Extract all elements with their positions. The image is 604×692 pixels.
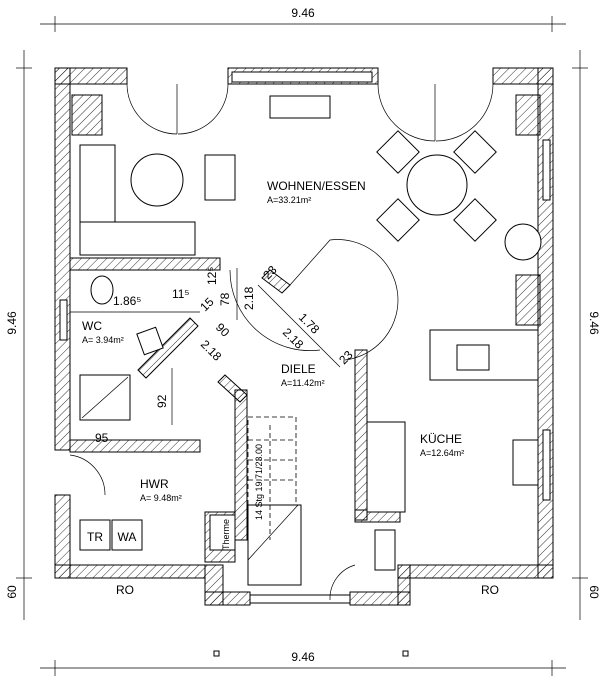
svg-text:78: 78	[218, 292, 232, 306]
svg-text:9.46: 9.46	[291, 6, 315, 20]
svg-text:9.46: 9.46	[291, 650, 315, 664]
living-furniture	[79, 95, 542, 261]
interior-walls	[69, 257, 401, 563]
doors	[69, 83, 494, 601]
svg-text:A=11.42m²: A=11.42m²	[281, 378, 325, 388]
svg-text:9.46: 9.46	[587, 311, 601, 335]
windows	[59, 71, 551, 604]
svg-text:90: 90	[213, 320, 233, 340]
wc-fixtures	[79, 275, 164, 421]
svg-text:92: 92	[155, 394, 169, 408]
dimension-bottom: 9.46	[40, 650, 566, 676]
svg-text:15: 15	[197, 295, 217, 315]
svg-text:1.78: 1.78	[296, 310, 323, 337]
svg-text:11⁵: 11⁵	[172, 287, 189, 301]
stairs-label: 14 Stg 19.71/23.00	[254, 444, 264, 520]
svg-text:A= 3.94m²: A= 3.94m²	[82, 335, 124, 345]
room-labels: WOHNEN/ESSEN A=33.21m² DIELE A=11.42m² K…	[82, 179, 499, 597]
dimension-top: 9.46	[40, 6, 566, 32]
room-hwr: HWR	[140, 477, 169, 491]
room-wohnen-essen: WOHNEN/ESSEN	[267, 179, 366, 193]
room-wc: WC	[82, 319, 102, 333]
svg-text:2.18: 2.18	[198, 337, 225, 364]
dryer-label: TR	[87, 530, 103, 544]
svg-text:60: 60	[587, 585, 601, 599]
kitchen-counters	[366, 329, 539, 571]
dimension-right: 9.46 60	[572, 50, 601, 620]
svg-text:95: 95	[95, 431, 109, 445]
terrace-left: RO	[116, 583, 134, 597]
svg-text:1.86⁵: 1.86⁵	[113, 294, 141, 308]
boiler-label: Therme	[221, 519, 231, 550]
washer-label: WA	[118, 530, 137, 544]
room-kueche: KÜCHE	[420, 432, 462, 446]
hwr-fixtures: TR WA Therme	[79, 514, 236, 551]
staircase: 14 Stg 19.71/23.00	[247, 416, 302, 586]
svg-text:23: 23	[336, 348, 356, 368]
svg-text:9.46: 9.46	[5, 311, 19, 335]
terrace-right: RO	[481, 583, 499, 597]
svg-text:12⁵: 12⁵	[205, 267, 219, 285]
svg-text:A=33.21m²: A=33.21m²	[267, 195, 311, 205]
svg-text:A=12.64m²: A=12.64m²	[420, 448, 464, 458]
dimension-left: 9.46 60	[5, 50, 32, 620]
svg-text:60: 60	[5, 585, 19, 599]
svg-text:A= 9.48m²: A= 9.48m²	[140, 493, 182, 503]
room-diele: DIELE	[281, 362, 316, 376]
svg-text:2.18: 2.18	[242, 286, 256, 310]
